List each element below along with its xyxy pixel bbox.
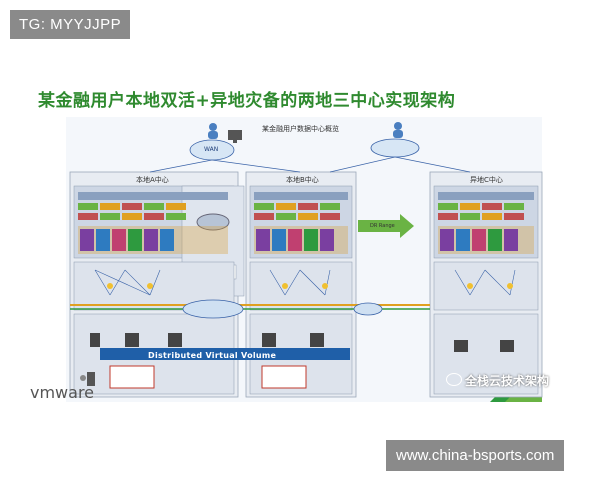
wechat-icon bbox=[446, 373, 462, 386]
inter-dc-links bbox=[70, 214, 430, 319]
dr-range-label: DR Range bbox=[370, 223, 395, 229]
monitor-icon bbox=[228, 130, 242, 143]
vmware-logo: vmware bbox=[30, 383, 95, 402]
datacenter-c-label: 异地C中心 bbox=[470, 176, 503, 184]
page-number: 43 bbox=[578, 390, 586, 397]
diagram-subtitle: 某金融用户数据中心概览 bbox=[262, 125, 339, 133]
slide-title: 某金融用户本地双活+异地灾备的两地三中心实现架构 bbox=[38, 91, 456, 111]
app-blocks-a bbox=[78, 192, 228, 254]
app-blocks-b bbox=[254, 192, 348, 254]
wan-label: WAN bbox=[204, 146, 219, 153]
wechat-watermark: 全栈云技术架构 bbox=[446, 372, 549, 389]
datacenter-a-label: 本地A中心 bbox=[136, 176, 169, 184]
watermark-top: TG: MYYJJPP bbox=[10, 10, 131, 39]
datacenter-b-label: 本地B中心 bbox=[286, 176, 319, 184]
network-layer bbox=[73, 261, 539, 311]
watermark-bottom: www.china-bsports.com bbox=[386, 440, 565, 471]
wan-cloud bbox=[149, 138, 471, 173]
app-blocks-c bbox=[438, 192, 534, 254]
user-icon bbox=[208, 122, 403, 139]
distributed-virtual-volume-label: Distributed Virtual Volume bbox=[148, 351, 277, 360]
wechat-watermark-text: 全栈云技术架构 bbox=[465, 374, 550, 388]
